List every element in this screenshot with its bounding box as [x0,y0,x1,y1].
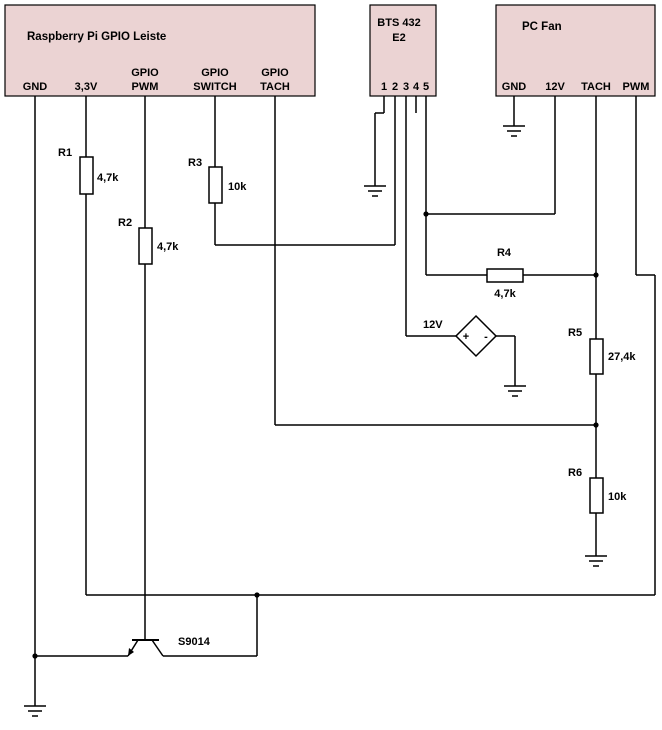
rpi-pin-pwm-label-top: GPIO [131,67,159,79]
rpi-pin-tach-label-top: GPIO [261,67,289,79]
ground-icon [24,705,46,717]
junction-dot [593,422,599,428]
voltage-source-symbol [454,314,498,358]
resistor-r6-name: R6 [568,467,582,479]
raspberry-pi-gpio-header: Raspberry Pi GPIO Leiste GND 3,3V GPIO P… [4,4,316,97]
voltage-source-12v: + - 12V [423,314,498,358]
resistor-r3: R3 10k [188,157,247,204]
resistor-r4: R4 4,7k [486,247,524,300]
wires [34,96,656,706]
resistor-r3-body [208,166,223,204]
resistor-r4-body [486,268,524,283]
resistor-r2: R2 4,7k [118,217,179,265]
bts432-subtitle: E2 [392,32,405,44]
ground-icon [364,185,386,197]
resistor-r1-body [79,156,94,195]
bts432-pin-5-label: 5 [423,81,429,93]
ground-icon [585,555,607,567]
pc-fan-title: PC Fan [522,21,562,33]
fan-pin-gnd-label: GND [502,81,527,93]
rpi-pin-switch-label-top: GPIO [201,67,229,79]
resistor-r3-name: R3 [188,157,202,169]
resistor-r1-value: 4,7k [97,172,119,184]
voltage-source-minus: - [484,331,488,343]
bts432-pin-3-label: 3 [403,81,409,93]
resistor-r5-value: 27,4k [608,351,636,363]
fan-pin-12v-label: 12V [545,81,565,93]
bts432-box [369,4,437,97]
transistor-emitter-arrow-icon [128,648,134,656]
rpi-pin-switch-label-bottom: SWITCH [193,81,236,93]
bts432-title: BTS 432 [377,17,420,29]
transistor-label: S9014 [178,636,211,648]
ground-icon [504,385,526,397]
resistor-r5-name: R5 [568,327,582,339]
raspberry-pi-box [4,4,316,97]
voltage-source-label: 12V [423,319,443,331]
resistor-r2-body [138,227,153,265]
raspberry-pi-title: Raspberry Pi GPIO Leiste [27,31,166,43]
junction-dot [32,653,38,659]
pc-fan-box [495,4,656,97]
junction-dot [423,211,429,217]
bts432-pin-4-label: 4 [413,81,420,93]
rpi-pin-3v3-label: 3,3V [75,81,98,93]
resistor-r1-name: R1 [58,147,72,159]
voltage-source-plus: + [463,331,469,343]
bts432-pin-1-label: 1 [381,81,387,93]
resistor-r5-body [589,338,604,375]
ground-icon [503,125,525,137]
rpi-pin-gnd-label: GND [23,81,48,93]
resistor-r5: R5 27,4k [568,327,636,375]
resistor-r1: R1 4,7k [58,147,119,195]
transistor-collector-leg [151,639,164,657]
rpi-pin-tach-label-bottom: TACH [260,81,290,93]
junction-dot [593,272,599,278]
rpi-pin-pwm-label-bottom: PWM [132,81,159,93]
resistor-r2-name: R2 [118,217,132,229]
transistor-s9014: S9014 [127,636,211,657]
resistor-r2-value: 4,7k [157,241,179,253]
junction-dot [254,592,260,598]
resistor-r6-value: 10k [608,491,627,503]
resistor-r6: R6 10k [568,467,627,514]
resistor-r6-body [589,477,604,514]
junctions [32,211,599,659]
resistor-r4-value: 4,7k [494,288,516,300]
bts432-switch: BTS 432 E2 1 2 3 4 5 [369,4,437,97]
resistor-r4-name: R4 [497,247,512,259]
fan-pin-tach-label: TACH [581,81,611,93]
resistor-r3-value: 10k [228,181,247,193]
fan-pin-pwm-label: PWM [623,81,650,93]
bts432-pin-2-label: 2 [392,81,398,93]
pc-fan: PC Fan GND 12V TACH PWM [495,4,656,97]
